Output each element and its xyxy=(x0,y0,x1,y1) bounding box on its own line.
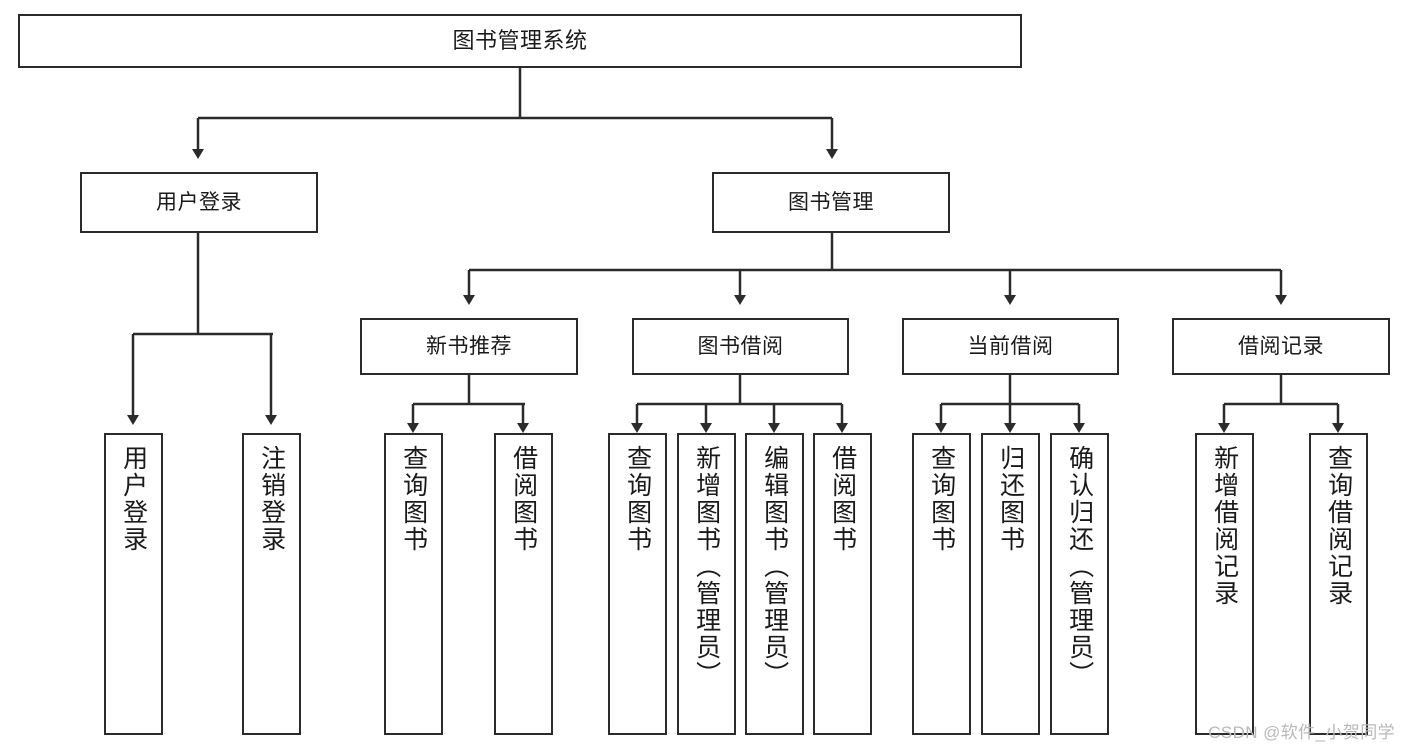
node-user-login-label: 用户登录 xyxy=(156,190,242,214)
leaf-borrow-book-1-label: 借阅图书 xyxy=(509,445,538,553)
watermark-text: CSDN @软件_小贺同学 xyxy=(1208,723,1395,742)
leaf-logout-login[interactable]: 注销登录 xyxy=(242,433,301,735)
leaf-confirm-return-admin[interactable]: 确认归还（管理员） xyxy=(1050,433,1109,735)
leaf-user-login-label: 用户登录 xyxy=(119,445,148,553)
leaf-add-borrow-record[interactable]: 新增借阅记录 xyxy=(1195,433,1254,735)
leaf-query-book-3[interactable]: 查询图书 xyxy=(912,433,971,735)
leaf-user-login[interactable]: 用户登录 xyxy=(104,433,163,735)
leaf-query-book-1[interactable]: 查询图书 xyxy=(384,433,443,735)
node-book-management[interactable]: 图书管理 xyxy=(712,172,950,233)
node-new-book-recommend[interactable]: 新书推荐 xyxy=(360,318,578,375)
leaf-borrow-book-2-label: 借阅图书 xyxy=(828,445,857,553)
node-user-login[interactable]: 用户登录 xyxy=(80,172,318,233)
leaf-return-book[interactable]: 归还图书 xyxy=(981,433,1040,735)
leaf-borrow-book-2[interactable]: 借阅图书 xyxy=(813,433,872,735)
node-root-label: 图书管理系统 xyxy=(452,27,588,53)
leaf-borrow-book-1[interactable]: 借阅图书 xyxy=(494,433,553,735)
node-borrow-record-label: 借阅记录 xyxy=(1238,334,1324,358)
node-borrow-record[interactable]: 借阅记录 xyxy=(1172,318,1390,375)
leaf-query-borrow-record-label: 查询借阅记录 xyxy=(1324,445,1353,607)
leaf-add-book-admin-label: 新增图书（管理员） xyxy=(692,445,721,688)
leaf-edit-book-admin[interactable]: 编辑图书（管理员） xyxy=(745,433,804,735)
leaf-query-book-1-label: 查询图书 xyxy=(399,445,428,553)
leaf-logout-login-label: 注销登录 xyxy=(257,445,286,553)
node-current-borrow-label: 当前借阅 xyxy=(967,334,1054,358)
node-book-borrow[interactable]: 图书借阅 xyxy=(632,318,849,375)
node-book-management-label: 图书管理 xyxy=(788,190,874,214)
node-current-borrow[interactable]: 当前借阅 xyxy=(902,318,1119,375)
leaf-add-borrow-record-label: 新增借阅记录 xyxy=(1210,445,1239,607)
node-new-book-recommend-label: 新书推荐 xyxy=(426,334,512,358)
leaf-confirm-return-admin-label: 确认归还（管理员） xyxy=(1065,445,1094,688)
leaf-edit-book-admin-label: 编辑图书（管理员） xyxy=(760,445,789,688)
leaf-return-book-label: 归还图书 xyxy=(996,445,1025,553)
leaf-query-book-2[interactable]: 查询图书 xyxy=(608,433,667,735)
leaf-query-book-3-label: 查询图书 xyxy=(927,445,956,553)
leaf-query-book-2-label: 查询图书 xyxy=(623,445,652,553)
leaf-add-book-admin[interactable]: 新增图书（管理员） xyxy=(677,433,736,735)
leaf-query-borrow-record[interactable]: 查询借阅记录 xyxy=(1309,433,1368,735)
node-root[interactable]: 图书管理系统 xyxy=(18,14,1022,68)
node-book-borrow-label: 图书借阅 xyxy=(697,334,784,358)
